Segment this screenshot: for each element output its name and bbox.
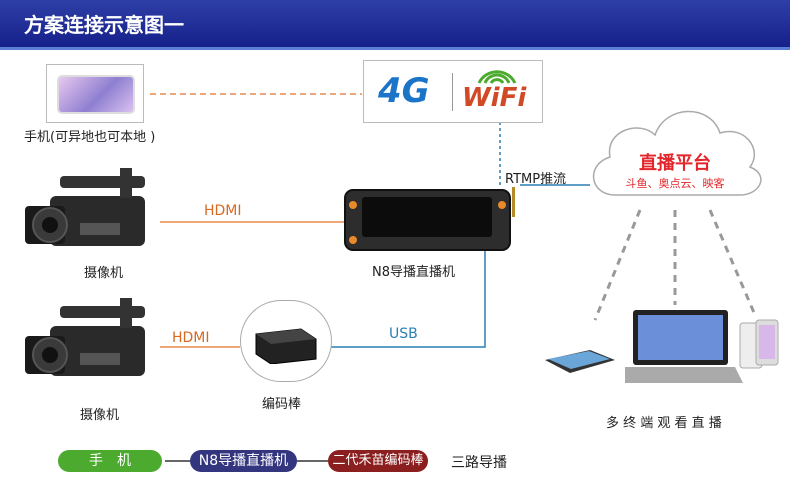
camera2-label: 摄像机 xyxy=(80,408,120,423)
wifi-logo: WiFi xyxy=(462,83,527,113)
live-platform-cloud: 直播平台 斗鱼、奥点云、映客 xyxy=(585,95,765,205)
4g-logo: 4G xyxy=(378,71,430,111)
cloud-title: 直播平台 xyxy=(639,153,711,174)
legend-result: 三路导播 xyxy=(451,455,507,471)
device-label: N8导播直播机 xyxy=(372,265,455,280)
usb-label: USB xyxy=(389,326,418,342)
phone-label: 手机(可异地也可本地 ) xyxy=(24,130,156,145)
network-divider xyxy=(452,73,453,111)
phone-screen-icon xyxy=(57,75,135,114)
camera1-label: 摄像机 xyxy=(84,266,124,281)
tablet-icon xyxy=(545,350,615,373)
viewer-label: 多 终 端 观 看 直 播 xyxy=(606,416,722,431)
wifi-signal-icon xyxy=(477,70,517,84)
cloud-subtitle: 斗鱼、奥点云、映客 xyxy=(625,177,725,190)
hdmi-bottom-label: HDMI xyxy=(172,330,210,346)
network-box: 4G WiFi xyxy=(363,60,543,123)
n8-device-icon xyxy=(344,187,515,251)
camera-icon xyxy=(25,168,145,246)
usb-line xyxy=(330,215,486,348)
hdmi-top-label: HDMI xyxy=(204,203,242,219)
encoder-label: 编码棒 xyxy=(262,397,302,412)
cloud-phone-link xyxy=(708,209,757,316)
page-title: 方案连接示意图一 xyxy=(24,13,184,37)
phone-image-box xyxy=(46,64,144,123)
header-bar: 方案连接示意图一 xyxy=(0,0,790,50)
cloud-icon xyxy=(593,110,762,196)
legend-phone: 手 机 xyxy=(58,450,162,472)
laptop-icon xyxy=(625,310,743,383)
camera-icon xyxy=(25,298,145,376)
smartphone-icon xyxy=(739,319,779,369)
cloud-tablet-link xyxy=(593,209,642,321)
legend-encoder: 二代禾苗编码棒 xyxy=(328,450,428,472)
legend-n8-device: N8导播直播机 xyxy=(190,450,297,472)
encoder-stick-icon xyxy=(255,328,317,364)
encoder-circle xyxy=(240,300,332,382)
rtmp-label: RTMP推流 xyxy=(505,172,567,187)
